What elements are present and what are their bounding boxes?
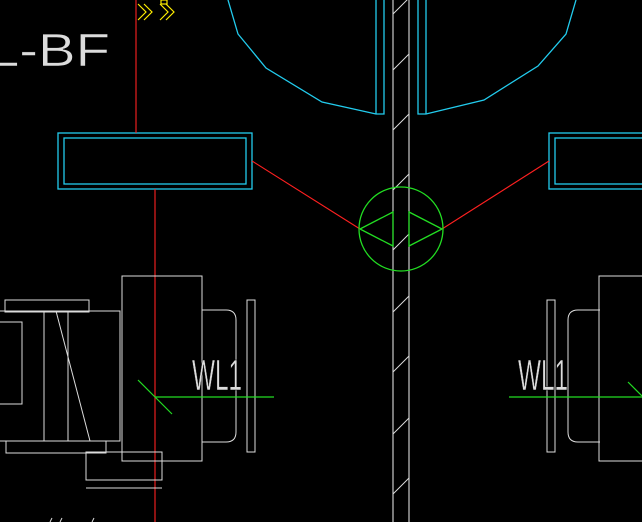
pipe-hatching	[392, 0, 410, 495]
bottom-ticks	[49, 517, 95, 522]
pipe-label-right: WL1	[518, 351, 568, 400]
pipe-label-left: WL1	[192, 351, 242, 400]
title-text: L-BF	[0, 24, 110, 76]
tank-outline-left	[227, 0, 385, 115]
tank-outline-right	[417, 0, 577, 115]
pump-right	[546, 275, 642, 462]
vertical-pipe	[392, 0, 410, 522]
green-pipe-lines	[137, 379, 642, 415]
cyan-box-right	[548, 132, 642, 190]
yellow-marker-icon	[137, 0, 175, 21]
pump-left	[0, 275, 256, 489]
cyan-box-left	[57, 132, 253, 190]
red-connection-lines	[135, 0, 550, 522]
valve-symbol-icon	[358, 186, 444, 272]
